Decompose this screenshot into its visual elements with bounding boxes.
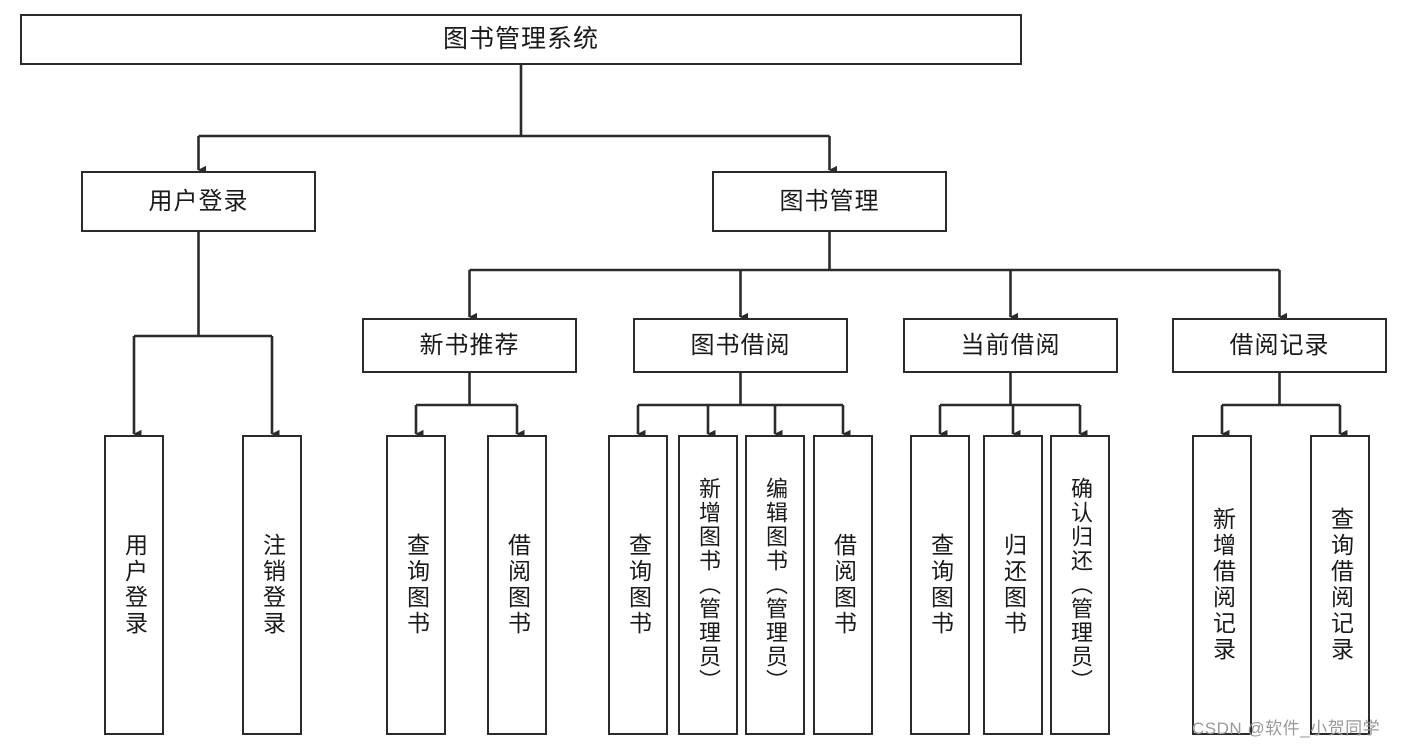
node-label: 借阅图书 [830,533,857,637]
node-leaf-edit-book: 编辑图书（管理员） [745,435,805,735]
node-label: 确认归还（管理员） [1068,477,1093,693]
node-label: 当前借阅 [960,331,1061,359]
node-label: 图书借阅 [690,331,791,359]
node-leaf-query-book-2: 查询图书 [608,435,668,735]
node-label: 用户登录 [148,187,249,215]
node-leaf-query-book-3: 查询图书 [910,435,970,735]
node-label: 新增借阅记录 [1209,507,1236,663]
node-label: 查询图书 [403,533,430,637]
node-leaf-add-book: 新增图书（管理员） [678,435,738,735]
node-label: 归还图书 [1000,533,1027,637]
node-label: 查询借阅记录 [1327,507,1354,663]
node-label: 注销登录 [259,533,286,637]
node-user-login: 用户登录 [81,171,316,232]
node-leaf-return-book: 归还图书 [983,435,1043,735]
node-label: 新增图书（管理员） [696,477,721,693]
node-label: 查询图书 [625,533,652,637]
node-label: 新书推荐 [419,331,520,359]
node-label: 图书管理 [779,187,880,215]
node-leaf-user-login: 用户登录 [104,435,164,735]
node-current-borrow: 当前借阅 [903,318,1118,373]
node-label: 借阅图书 [504,533,531,637]
node-label: 借阅记录 [1229,331,1330,359]
node-label: 图书管理系统 [442,25,599,54]
node-book-manage: 图书管理 [712,171,947,232]
watermark-label: CSDN @软件_小贺同学 [1192,719,1381,738]
node-leaf-user-logout: 注销登录 [242,435,302,735]
node-leaf-borrow-book-1: 借阅图书 [487,435,547,735]
node-new-book-rec: 新书推荐 [362,318,577,373]
node-root: 图书管理系统 [20,14,1022,65]
node-leaf-add-record: 新增借阅记录 [1192,435,1252,735]
node-leaf-confirm-return: 确认归还（管理员） [1050,435,1110,735]
node-label: 编辑图书（管理员） [763,477,788,693]
node-label: 查询图书 [927,533,954,637]
node-leaf-borrow-book-2: 借阅图书 [813,435,873,735]
node-label: 用户登录 [121,533,148,637]
node-borrow-record: 借阅记录 [1172,318,1387,373]
edge-group [132,65,1348,439]
node-book-borrow: 图书借阅 [633,318,848,373]
node-leaf-query-book-1: 查询图书 [386,435,446,735]
node-leaf-query-record: 查询借阅记录 [1310,435,1370,735]
